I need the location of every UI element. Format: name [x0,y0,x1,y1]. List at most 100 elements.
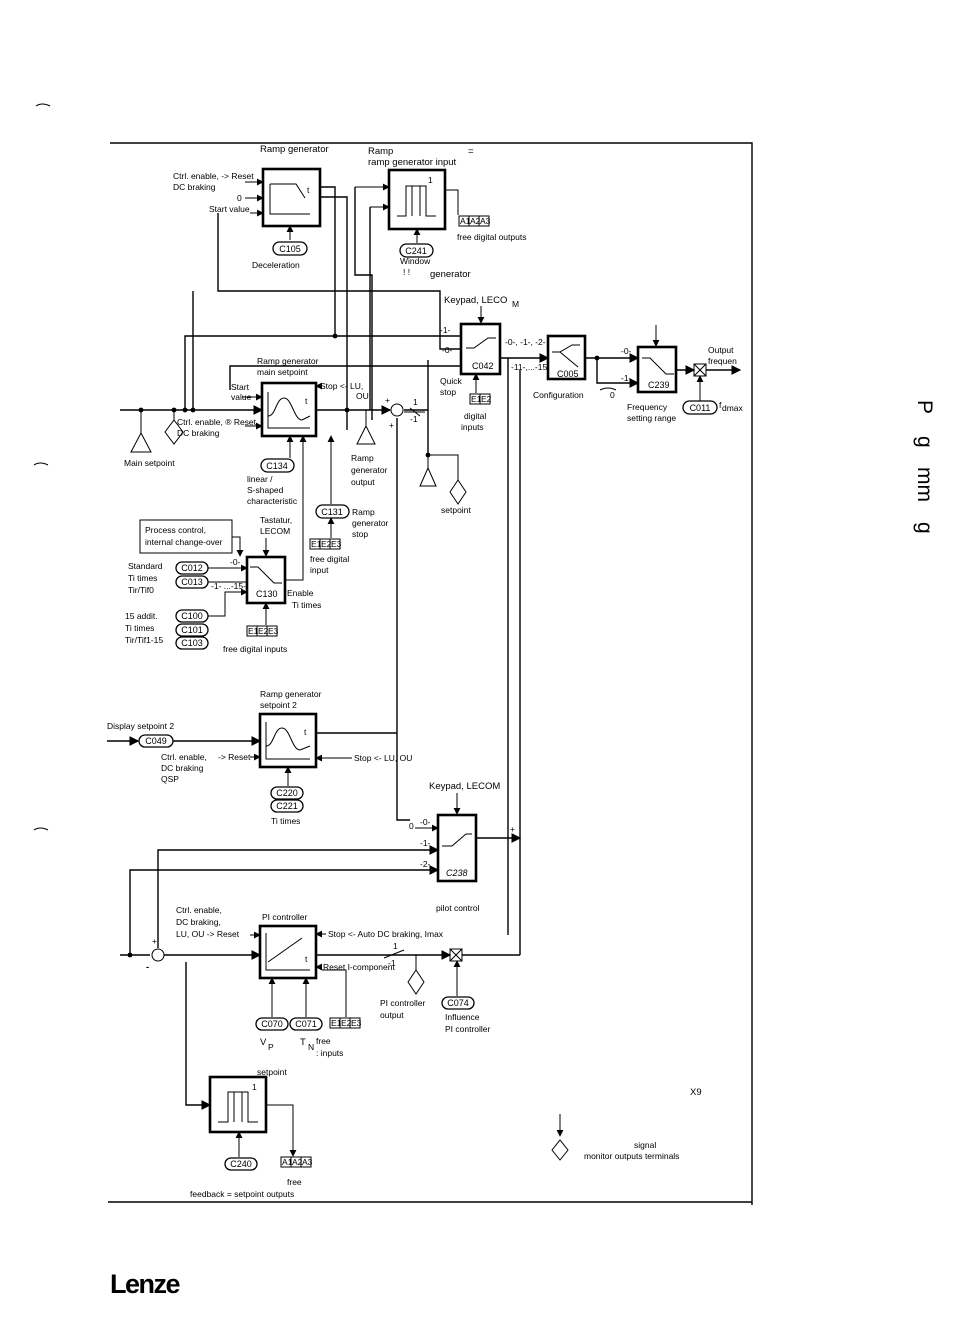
din-box [479,393,491,405]
label: characteristic [247,496,298,506]
wiring [120,186,742,955]
code-text: C071 [295,1019,317,1029]
switch-icon [552,344,580,368]
label: frequen [708,356,737,366]
side-heading-letter: g [913,522,936,534]
label: -2- [420,859,431,869]
label: E3 [331,539,342,549]
label: P [268,1042,274,1052]
c042-block [459,322,502,376]
label: -0-, -1-, -2- [505,337,546,347]
wire [320,186,336,336]
code-c221 [270,799,304,813]
label: PI controller [262,912,308,922]
code-text: C101 [181,625,203,635]
label: -1- [440,325,451,335]
side-heading: P g mm g [913,400,936,534]
label: 1 [428,175,433,185]
main-setpoint-ramp: Ramp generator main setpoint t Start val… [124,333,431,506]
label: Tastatur, [260,515,292,525]
label: 1 [413,397,418,407]
scan-mark [33,462,49,466]
label: generator [352,518,389,528]
label: Ti times [125,623,154,633]
out-box [300,1156,312,1168]
junction-dot [182,407,188,413]
t-label: t [305,396,308,406]
label: Ctrl. enable, -> Reset [173,171,254,181]
monitor-diamond-icon [428,454,467,505]
code-text: C238 [446,868,468,878]
label: : inputs [316,1048,343,1058]
arrow [285,435,307,581]
label: Stop <- Auto DC braking, Imax [328,929,444,939]
code-text: C013 [181,577,203,587]
junction-dot [127,952,133,958]
wire [396,418,410,821]
fb-window-block [208,1075,268,1134]
monitor-diamond-icon [164,419,184,445]
switch-icon [642,357,674,375]
limiter-icon [383,949,405,959]
label: Tir/Tif0 [128,585,154,595]
label: E3 [351,1018,362,1028]
label: dmax [722,403,744,413]
switch-icon [466,337,496,349]
label: E1 [248,626,259,636]
label: Deceleration [252,260,300,270]
code-c240 [224,1157,258,1171]
monitor-triangle-icon [130,431,152,453]
code-text: C239 [648,380,670,390]
label: M [512,299,519,309]
label: Reset I-component [323,962,395,972]
wire [157,845,440,948]
label: Ramp [352,507,375,517]
monitor-triangle-icon [419,455,437,487]
label: -1- ...-15- [211,581,246,591]
connector [445,189,459,215]
label: Configuration [533,390,584,400]
label: LU, OU -> Reset [176,929,240,939]
code-c241 [399,243,434,258]
c238-pilot-control: Keypad, LECOM C238 0 -0- -1- -2- + pilot… [129,781,522,955]
junction-dot [190,407,196,413]
ramp-gen-top-title: Ramp generator [260,144,329,155]
window-block [387,168,447,231]
ramp-window-top: Ramp = ramp generator input 1 A1 A2 A3 f… [355,146,526,280]
label: 0 [610,390,615,400]
code-c134 [260,458,295,473]
code-text: C220 [276,788,298,798]
arrow [208,588,248,617]
label: -11-,...-15- [511,362,550,372]
label: E2 [341,1018,352,1028]
code-c101 [175,623,209,637]
c005-configuration: C005 Configuration [533,334,600,400]
label: Tir/Tif1-15 [125,635,163,645]
side-heading-letter: mm [913,467,936,502]
multiplier-node [693,363,707,377]
quick-stop-switch: Keypad, LECO M C042 -1- -0- -0-, -1-, -2… [440,295,550,432]
c131-ramp-stop: C131 Ramp generator stop E1 E2 E3 free d… [309,435,389,575]
label: ! ! [403,267,410,277]
label: Ctrl. enable, [176,905,222,915]
code-text: C011 [690,403,711,413]
c130-ti-times: Process control, internal change-over Ta… [125,435,321,654]
switch-icon [442,833,472,847]
wire [217,213,460,350]
label: Process control, [145,525,206,535]
label [599,387,617,391]
t-label: t [304,727,307,737]
pi-icon [265,933,310,971]
label: -0- [621,346,632,356]
scan-mark [35,103,51,107]
code-c220 [270,786,304,800]
label: X9 [690,1087,702,1098]
ramp-axes [267,392,310,429]
ramp-curve-icon [269,183,310,215]
wire [320,196,348,430]
label: A1 [282,1157,293,1167]
monitor-diamond-icon [407,969,425,995]
label: N [308,1042,314,1052]
label: E1 [471,394,482,404]
junction-dot [332,333,338,339]
